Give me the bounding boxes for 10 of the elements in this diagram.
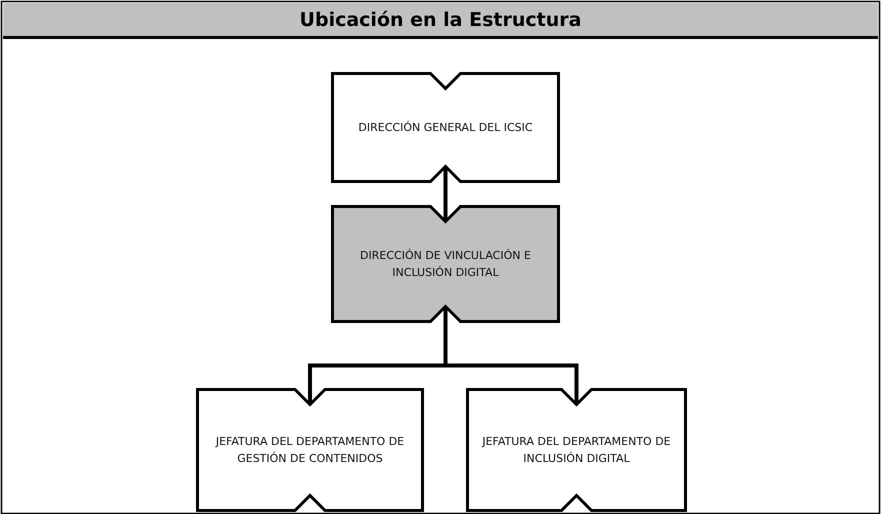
title-banner: Ubicación en la Estructura [3, 3, 878, 39]
unit-name: JEFATURA DEL DEPARTAMENTO DE GESTIÓN DE CONTENIDOS [214, 434, 406, 467]
unit-name: DIRECCIÓN GENERAL DEL ICSIC [358, 120, 533, 136]
connector-line [444, 168, 448, 220]
org-unit-box [331, 72, 560, 183]
org-unit-box [196, 388, 424, 512]
org-unit-box [466, 388, 687, 512]
unit-name: DIRECCIÓN DE VINCULACIÓN E INCLUSIÓN DIGITAL [359, 248, 532, 281]
unit-name: JEFATURA DEL DEPARTAMENTO DE INCLUSIÓN DIGITAL [480, 434, 672, 467]
org-unit-box [331, 205, 560, 323]
